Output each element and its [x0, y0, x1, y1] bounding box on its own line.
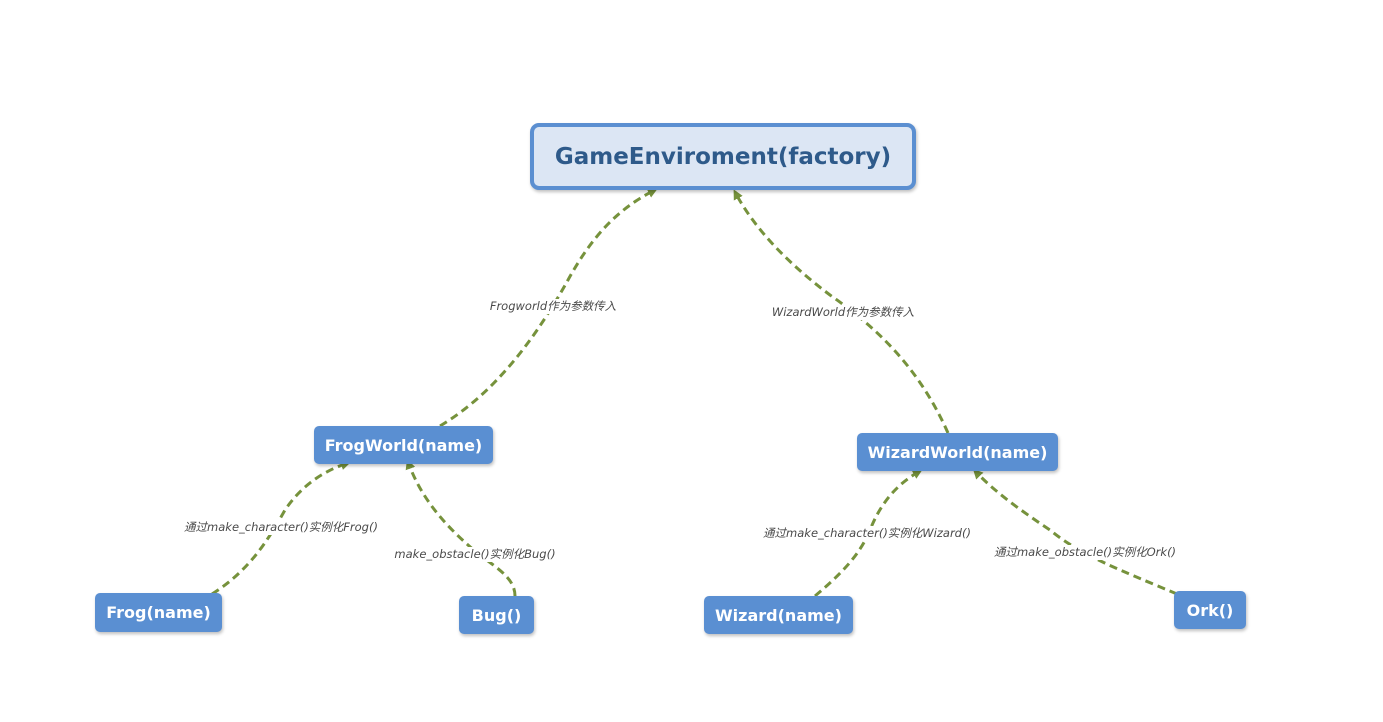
- edge-label-bug: make_obstacle()实例化Bug(): [392, 547, 558, 562]
- node-wizard[interactable]: Wizard(name): [704, 596, 853, 634]
- node-frog[interactable]: Frog(name): [95, 593, 222, 632]
- edge-wizard-to-wizardworld: [814, 469, 923, 598]
- node-ork[interactable]: Ork(): [1174, 591, 1246, 629]
- node-frogworld[interactable]: FrogWorld(name): [314, 426, 493, 464]
- edge-label-ork: 通过make_obstacle()实例化Ork(): [991, 545, 1179, 560]
- edge-label-frog: 通过make_character()实例化Frog(): [182, 520, 380, 535]
- edge-bug-to-frogworld: [405, 459, 517, 597]
- node-wizardworld[interactable]: WizardWorld(name): [857, 433, 1058, 471]
- node-bug[interactable]: Bug(): [459, 596, 534, 634]
- edge-label-wizardworld: WizardWorld作为参数传入: [769, 305, 917, 320]
- edge-label-frogworld: Frogworld作为参数传入: [487, 299, 619, 314]
- root-node-gameenviroment[interactable]: GameEnviroment(factory): [530, 123, 916, 190]
- edge-label-wizard: 通过make_character()实例化Wizard(): [761, 526, 973, 541]
- edge-ork-to-wizardworld: [972, 468, 1178, 596]
- edge-frogworld-to-root: [439, 188, 658, 428]
- edge-wizardworld-to-root: [733, 189, 950, 434]
